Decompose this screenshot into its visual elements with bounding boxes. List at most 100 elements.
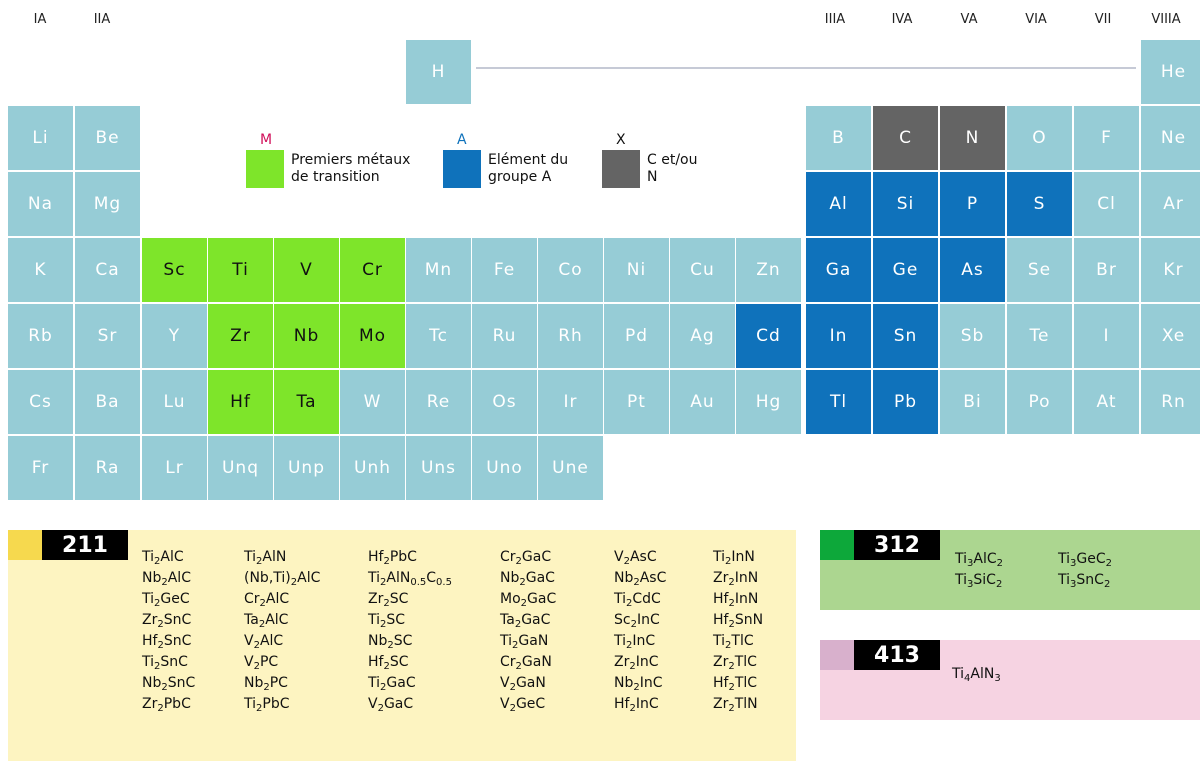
- formula-211: Ti2InN: [713, 549, 755, 567]
- element-cell-os: Os: [472, 370, 537, 434]
- element-cell-ag: Ag: [670, 304, 735, 368]
- formula-211: Mo2GaC: [500, 591, 557, 609]
- legend-line: Elément du: [488, 152, 569, 168]
- legend-line: Premiers métaux: [291, 152, 411, 168]
- formula-211: Nb2PC: [244, 675, 288, 693]
- formula-211: Hf2InC: [614, 696, 659, 714]
- element-cell-zr: Zr: [208, 304, 273, 368]
- element-cell-ru: Ru: [472, 304, 537, 368]
- formula-211: Ta2GaC: [500, 612, 551, 630]
- formula-211: Hf2SnC: [142, 633, 192, 651]
- formula-211: V2GaN: [500, 675, 546, 693]
- element-cell-ne: Ne: [1141, 106, 1200, 170]
- formula-211: Ti2GeC: [142, 591, 190, 609]
- element-cell-se: Se: [1007, 238, 1072, 302]
- element-cell-uns: Uns: [406, 436, 471, 500]
- element-cell-in: In: [806, 304, 871, 368]
- legend-swatch-a: [443, 150, 481, 188]
- element-cell-cl: Cl: [1074, 172, 1139, 236]
- element-cell-unh: Unh: [340, 436, 405, 500]
- formula-211: Ti2SC: [368, 612, 406, 630]
- panel-label-312: 312: [854, 530, 940, 560]
- formula-211: Hf2InN: [713, 591, 759, 609]
- formula-211: V2AlC: [244, 633, 284, 651]
- element-cell-uno: Uno: [472, 436, 537, 500]
- formula-312: Ti3AlC2: [955, 551, 1004, 569]
- element-cell-sr: Sr: [75, 304, 140, 368]
- panel-label-211: 211: [42, 530, 128, 560]
- element-cell-c: C: [873, 106, 938, 170]
- element-cell-h: H: [406, 40, 471, 104]
- element-cell-unq: Unq: [208, 436, 273, 500]
- element-cell-cd: Cd: [736, 304, 801, 368]
- formula-211: V2AsC: [614, 549, 657, 567]
- panel-211: [8, 530, 796, 761]
- element-cell-re: Re: [406, 370, 471, 434]
- group-label: VIIIA: [1151, 12, 1181, 27]
- element-cell-k: K: [8, 238, 73, 302]
- element-cell-ca: Ca: [75, 238, 140, 302]
- legend-swatch-m: [246, 150, 284, 188]
- element-cell-cs: Cs: [8, 370, 73, 434]
- formula-211: Ti2SnC: [142, 654, 188, 672]
- panel-accent-413: [820, 640, 854, 670]
- legend-line: C et/ou: [647, 152, 698, 168]
- formula-211: Ti2AlN0.5C0.5: [368, 570, 452, 588]
- element-cell-kr: Kr: [1141, 238, 1200, 302]
- element-cell-at: At: [1074, 370, 1139, 434]
- element-cell-si: Si: [873, 172, 938, 236]
- formula-211: Hf2PbC: [368, 549, 417, 567]
- formula-211: Cr2GaC: [500, 549, 552, 567]
- formula-211: V2GaC: [368, 696, 414, 714]
- formula-211: Zr2SC: [368, 591, 409, 609]
- formula-211: Nb2AsC: [614, 570, 667, 588]
- element-cell-hf: Hf: [208, 370, 273, 434]
- element-cell-y: Y: [142, 304, 207, 368]
- element-cell-fr: Fr: [8, 436, 73, 500]
- element-cell-ge: Ge: [873, 238, 938, 302]
- element-cell-mg: Mg: [75, 172, 140, 236]
- element-cell-he: He: [1141, 40, 1200, 104]
- element-cell-te: Te: [1007, 304, 1072, 368]
- element-cell-mn: Mn: [406, 238, 471, 302]
- formula-211: Cr2GaN: [500, 654, 552, 672]
- group-label: VIA: [1025, 12, 1047, 27]
- element-cell-ni: Ni: [604, 238, 669, 302]
- group-label: IVA: [891, 12, 913, 27]
- element-cell-nb: Nb: [274, 304, 339, 368]
- element-cell-xe: Xe: [1141, 304, 1200, 368]
- formula-211: Ti2AlC: [142, 549, 184, 567]
- element-cell-ra: Ra: [75, 436, 140, 500]
- element-cell-w: W: [340, 370, 405, 434]
- element-cell-unp: Unp: [274, 436, 339, 500]
- element-cell-na: Na: [8, 172, 73, 236]
- element-cell-cu: Cu: [670, 238, 735, 302]
- group-label: VA: [960, 12, 978, 27]
- group-label: IIIA: [824, 12, 846, 27]
- element-cell-une: Une: [538, 436, 603, 500]
- hydrogen-connector-line: [476, 67, 1136, 69]
- formula-211: Zr2TlN: [713, 696, 758, 714]
- formula-211: Ti2InC: [614, 633, 656, 651]
- element-cell-rh: Rh: [538, 304, 603, 368]
- formula-211: Nb2AlC: [142, 570, 191, 588]
- element-cell-ba: Ba: [75, 370, 140, 434]
- formula-211: Nb2InC: [614, 675, 663, 693]
- formula-211: Nb2SnC: [142, 675, 196, 693]
- element-cell-v: V: [274, 238, 339, 302]
- formula-211: Zr2PbC: [142, 696, 191, 714]
- formula-211: Nb2GaC: [500, 570, 555, 588]
- element-cell-p: P: [940, 172, 1005, 236]
- element-cell-sb: Sb: [940, 304, 1005, 368]
- element-cell-bi: Bi: [940, 370, 1005, 434]
- legend-line: de transition: [291, 169, 380, 185]
- legend-line: N: [647, 169, 658, 185]
- element-cell-cr: Cr: [340, 238, 405, 302]
- group-label: VII: [1094, 12, 1112, 27]
- formula-211: Ti2AlN: [244, 549, 287, 567]
- element-cell-co: Co: [538, 238, 603, 302]
- element-cell-pt: Pt: [604, 370, 669, 434]
- element-cell-lu: Lu: [142, 370, 207, 434]
